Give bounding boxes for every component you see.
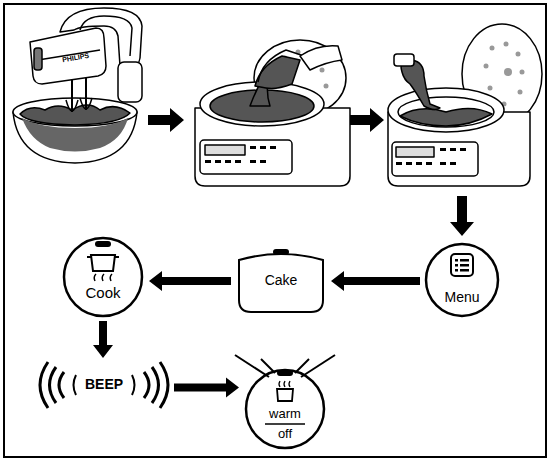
scrape-illustration [388,24,542,186]
mixer-illustration [13,8,142,163]
step-arrows [148,108,474,236]
cook-outline [61,233,145,317]
button-label: Cook [61,285,145,302]
button-label: off [243,427,327,441]
warm-button: warm off [243,367,327,451]
cake-button: Cake [235,248,327,314]
frame-border [4,4,546,457]
button-label: Cake [235,273,327,288]
button-label: Menu [424,290,500,305]
flow-arrow [149,271,231,291]
button-label: warm [243,407,327,421]
button-label: BEEP [38,377,170,392]
menu-outline [424,242,500,318]
pour-illustration [195,40,350,186]
menu-button: Menu [424,242,500,318]
beep-button: BEEP [38,362,170,408]
cook-button: Cook [61,233,145,317]
flow-arrow [331,271,420,291]
flow-arrow [174,378,239,398]
flow-arrow [93,321,113,358]
